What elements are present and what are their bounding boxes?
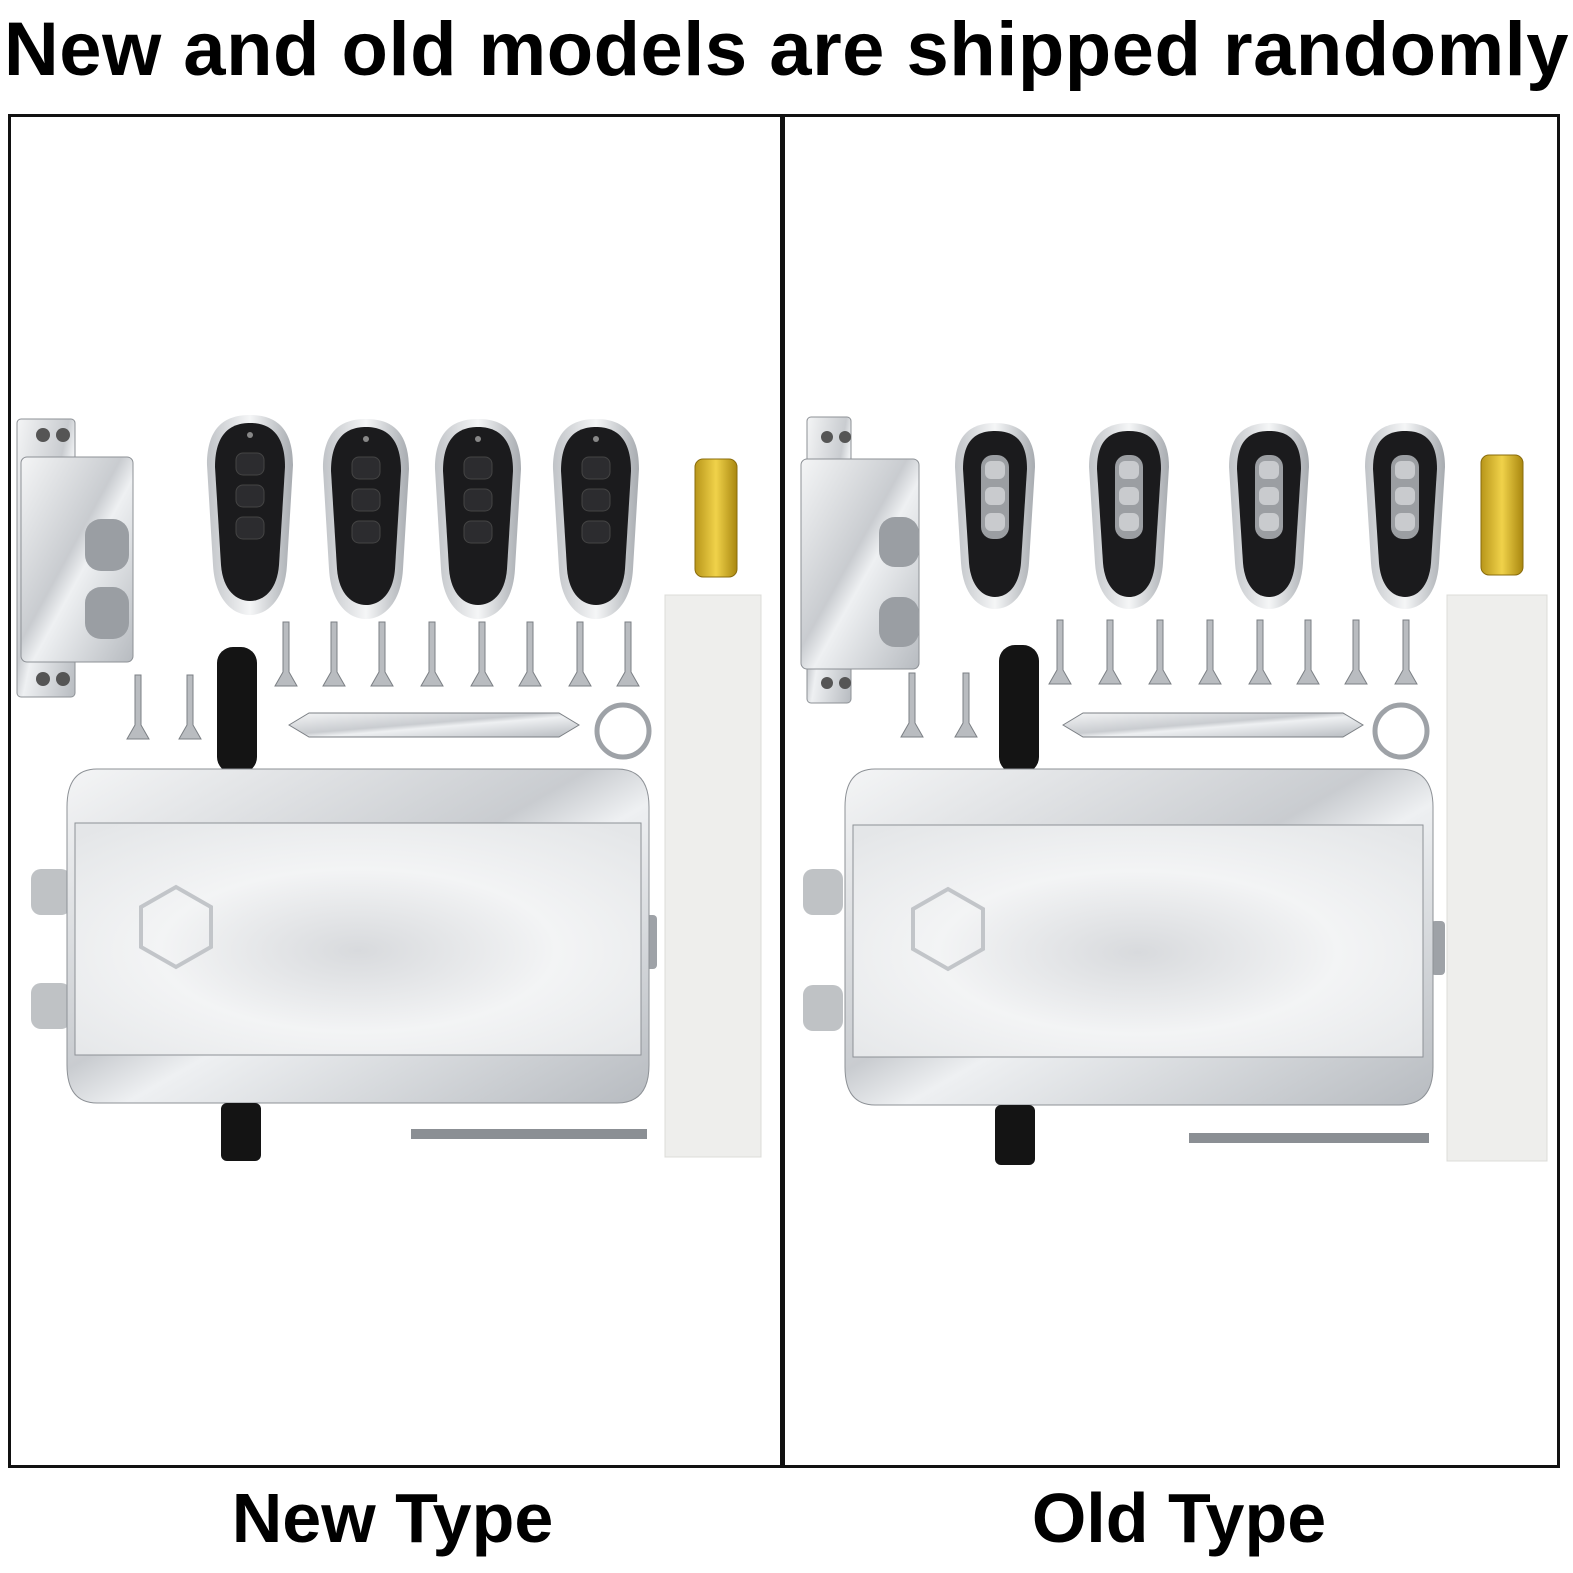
battery — [694, 458, 738, 578]
headline: New and old models are shipped randomly — [3, 7, 1570, 92]
drill-bit — [411, 1129, 647, 1139]
old-type-product-photo — [787, 117, 1557, 1465]
screws — [126, 621, 640, 740]
remote-controls — [207, 415, 639, 619]
key-ring — [1372, 702, 1430, 760]
panel-divider — [780, 114, 785, 1468]
screwdriver-bit — [1062, 712, 1364, 738]
new-type-caption: New Type — [231, 1479, 554, 1557]
strike-plate — [800, 416, 920, 704]
strike-plate — [16, 418, 134, 698]
screws — [900, 619, 1418, 738]
adhesive-pad — [1446, 594, 1548, 1162]
old-type-caption: Old Type — [1031, 1479, 1327, 1557]
battery — [1480, 454, 1524, 576]
adhesive-pad — [664, 594, 762, 1158]
lock-body — [803, 645, 1445, 1165]
lock-body — [31, 647, 657, 1161]
new-type-product-photo — [11, 117, 781, 1465]
remote-controls — [955, 423, 1445, 609]
drill-bit — [1189, 1133, 1429, 1143]
new-type-kit-illustration — [16, 415, 762, 1161]
screwdriver-bit — [288, 712, 580, 738]
old-type-kit-illustration — [800, 416, 1548, 1165]
key-ring — [594, 702, 652, 760]
